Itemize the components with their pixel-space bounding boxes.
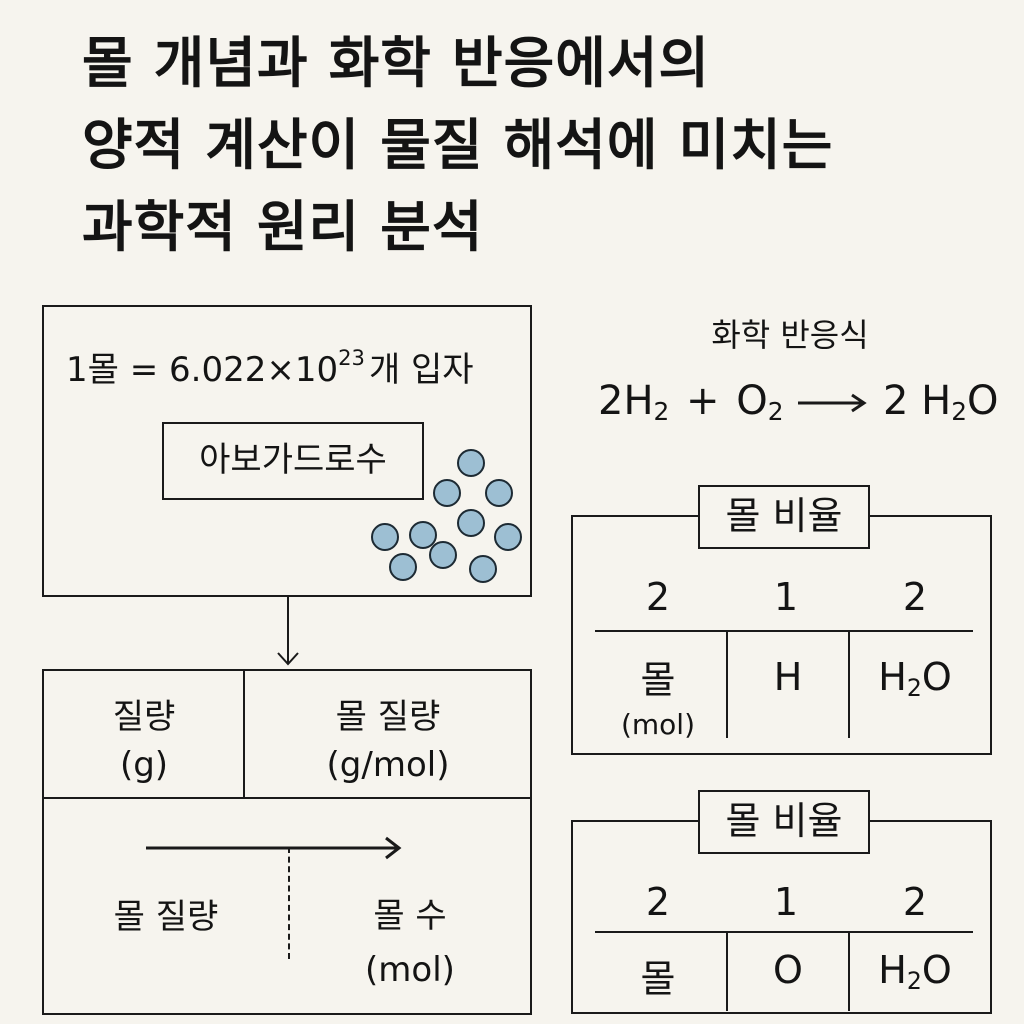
particle <box>457 449 485 477</box>
exponent: 23 <box>338 345 365 371</box>
divider <box>848 630 850 738</box>
mol-unit: (mol) <box>620 708 696 741</box>
divider <box>726 931 728 1011</box>
title-line-1: 몰 개념과 화학 반응에서의 <box>82 31 711 95</box>
mole-count-label: 몰 수 <box>373 896 447 936</box>
particle <box>389 553 417 581</box>
ratio-value: 2 <box>645 575 671 619</box>
title-line-2: 양적 계산이 물질 해석에 미치는 <box>82 113 834 177</box>
mass-cell: 질량 (g) <box>44 693 244 789</box>
divider <box>848 931 850 1011</box>
divider <box>726 630 728 738</box>
bottom-left-label: 몰 질량 <box>113 897 219 937</box>
molar-mass-cell: 몰 질량 (g/mol) <box>244 693 532 789</box>
plus-sign: + <box>686 378 720 424</box>
particle <box>457 509 485 537</box>
dashed-divider <box>288 847 290 959</box>
molar-mass-unit: (g/mol) <box>326 745 450 785</box>
mass-unit: (g) <box>119 745 169 785</box>
oxygen-cell: O <box>773 948 803 992</box>
ratio-value: 2 <box>902 880 928 924</box>
ratio-value: 1 <box>773 575 799 619</box>
bottom-right-cell: 몰 수 (mol) <box>288 889 532 997</box>
particle <box>429 541 457 569</box>
avogadro-label: 아보가드로수 <box>199 440 387 480</box>
mole-definition-suffix: 개 입자 <box>368 350 474 390</box>
mol-cell: 몰 <box>640 957 676 1001</box>
mol-label: 몰 <box>640 658 676 702</box>
mole-ratio-table-1: 2 1 2 몰 (mol) H H2O <box>571 515 992 755</box>
divider <box>595 630 973 632</box>
water-cell: H2O <box>878 655 952 702</box>
particle <box>494 523 522 551</box>
reaction-heading: 화학 반응식 <box>711 316 869 354</box>
right-arrow-icon <box>146 836 402 860</box>
particle <box>485 479 513 507</box>
ratio-value: 2 <box>902 575 928 619</box>
particle <box>433 479 461 507</box>
mol-cell: 몰 (mol) <box>593 649 723 741</box>
avogadro-label-box: 아보가드로수 <box>162 422 424 500</box>
ratio-heading-1: 몰 비율 <box>698 485 870 549</box>
reaction-arrow-icon <box>798 393 867 413</box>
particle <box>409 521 437 549</box>
ratio-value: 1 <box>773 880 799 924</box>
mole-count-unit: (mol) <box>365 950 455 990</box>
page-title: 몰 개념과 화학 반응에서의 양적 계산이 물질 해석에 미치는 과학적 원리 … <box>82 22 1012 268</box>
title-line-3: 과학적 원리 분석 <box>82 195 484 259</box>
mass-label: 질량 <box>112 697 176 737</box>
water-cell: H2O <box>878 948 952 995</box>
particle <box>371 523 399 551</box>
bottom-left-cell: 몰 질량 <box>44 889 288 938</box>
hydrogen-cell: H <box>773 655 803 699</box>
conversion-box: 질량 (g) 몰 질량 (g/mol) 몰 질량 몰 수 (mol) <box>42 669 532 1015</box>
ratio-heading-2: 몰 비율 <box>698 790 870 854</box>
divider <box>595 931 973 933</box>
divider <box>44 797 532 799</box>
divider <box>243 671 245 799</box>
particle <box>469 555 497 583</box>
down-arrow-icon <box>277 597 299 666</box>
molar-mass-label: 몰 질량 <box>335 697 441 737</box>
reaction-equation: 2H2 + O2 2 H2O <box>598 378 999 427</box>
ratio-value: 2 <box>645 880 671 924</box>
